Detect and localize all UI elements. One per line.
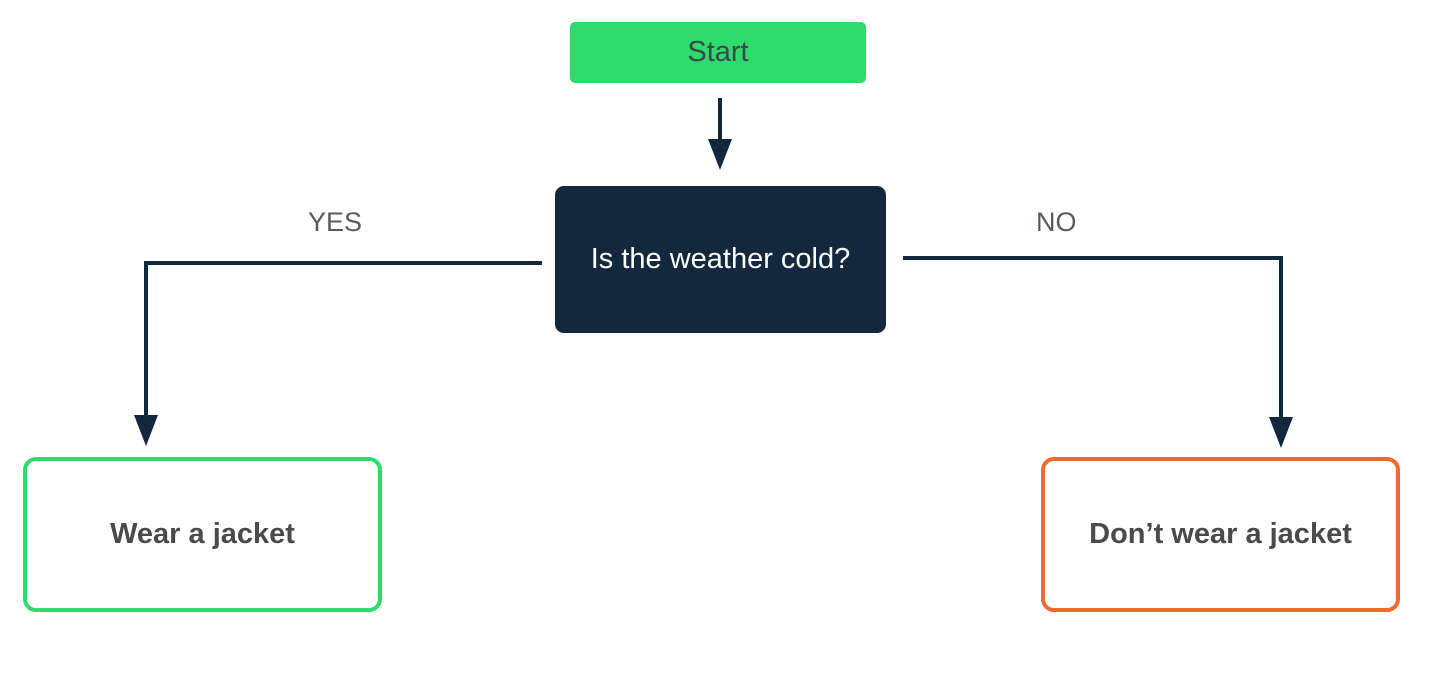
start-node-label: Start — [687, 36, 749, 68]
yes-outcome-node: Wear a jacket — [23, 457, 382, 612]
start-to-decision-arrowhead — [708, 139, 732, 170]
no-edge-label: NO — [1036, 207, 1077, 237]
yes-edge-label: YES — [308, 207, 363, 237]
decision-node-label: Is the weather cold? — [590, 243, 851, 275]
yes-branch-line — [144, 261, 542, 420]
no-branch-line — [903, 256, 1283, 420]
no-outcome-node: Don’t wear a jacket — [1041, 457, 1400, 612]
yes-outcome-label: Wear a jacket — [110, 518, 295, 550]
yes-branch-arrowhead — [134, 415, 158, 446]
no-branch-arrowhead — [1269, 417, 1293, 448]
decision-node: Is the weather cold? — [555, 186, 886, 333]
no-outcome-label: Don’t wear a jacket — [1089, 518, 1352, 550]
start-node: Start — [570, 22, 866, 83]
